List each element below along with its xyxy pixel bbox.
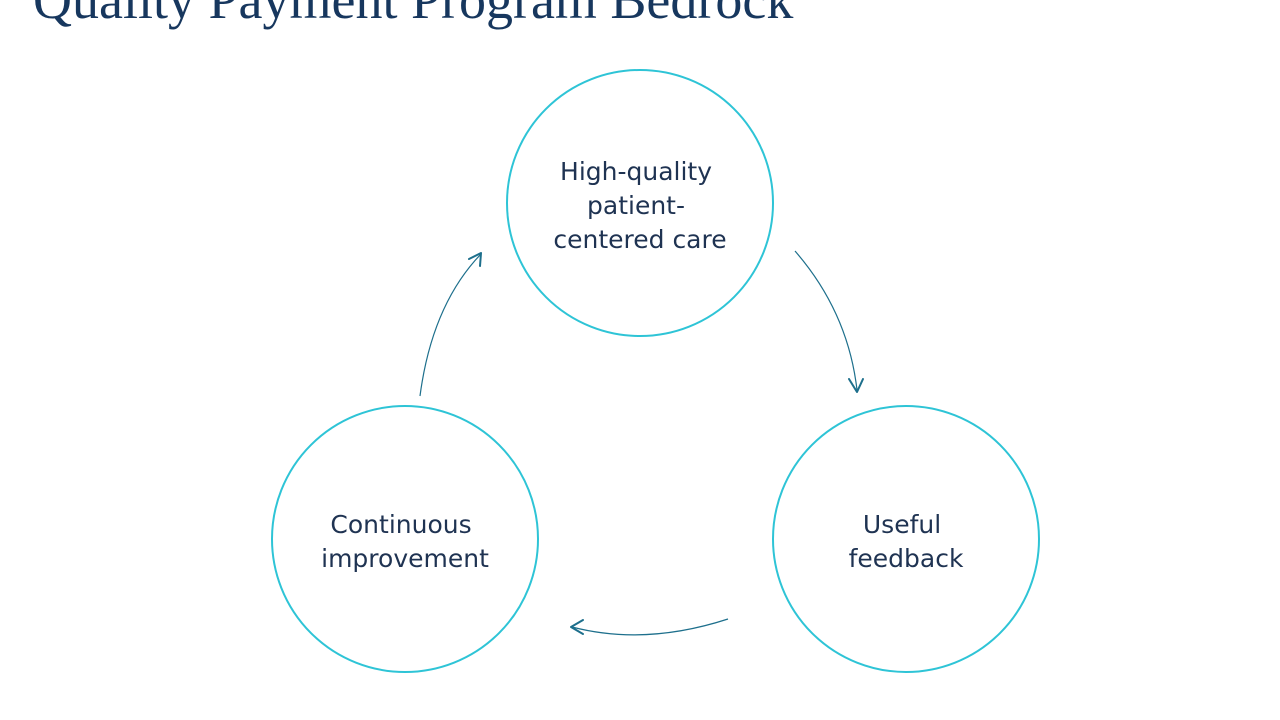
node-label-line: Continuous [330,510,471,539]
cycle-node-feedback: Useful feedback [772,405,1040,673]
node-label-line: Useful [863,510,941,539]
node-label-line: feedback [849,544,964,573]
node-label-line: High-quality [560,157,712,186]
node-label-line: improvement [321,544,489,573]
node-circle-feedback [772,405,1040,673]
arrowhead-icon [468,252,482,267]
node-label-care: High-quality patient- centered care [553,157,726,254]
cycle-node-improvement: Continuous improvement [271,405,539,673]
arrow-feedback-to-improvement [570,618,729,636]
node-circle-care [506,69,774,337]
arrow-improvement-to-care [419,252,482,397]
arrow-care-to-feedback [794,250,864,393]
node-label-feedback: Useful feedback [849,510,964,573]
node-label-line: centered care [553,225,726,254]
cycle-node-care: High-quality patient- centered care [506,69,774,337]
node-label-improvement: Continuous improvement [321,510,489,573]
node-label-line: patient- [587,191,685,220]
node-circle-improvement [271,405,539,673]
slide-title: Quality Payment Program Bedrock [33,0,794,30]
arrowhead-icon [848,378,864,393]
arrowhead-icon [570,619,584,635]
